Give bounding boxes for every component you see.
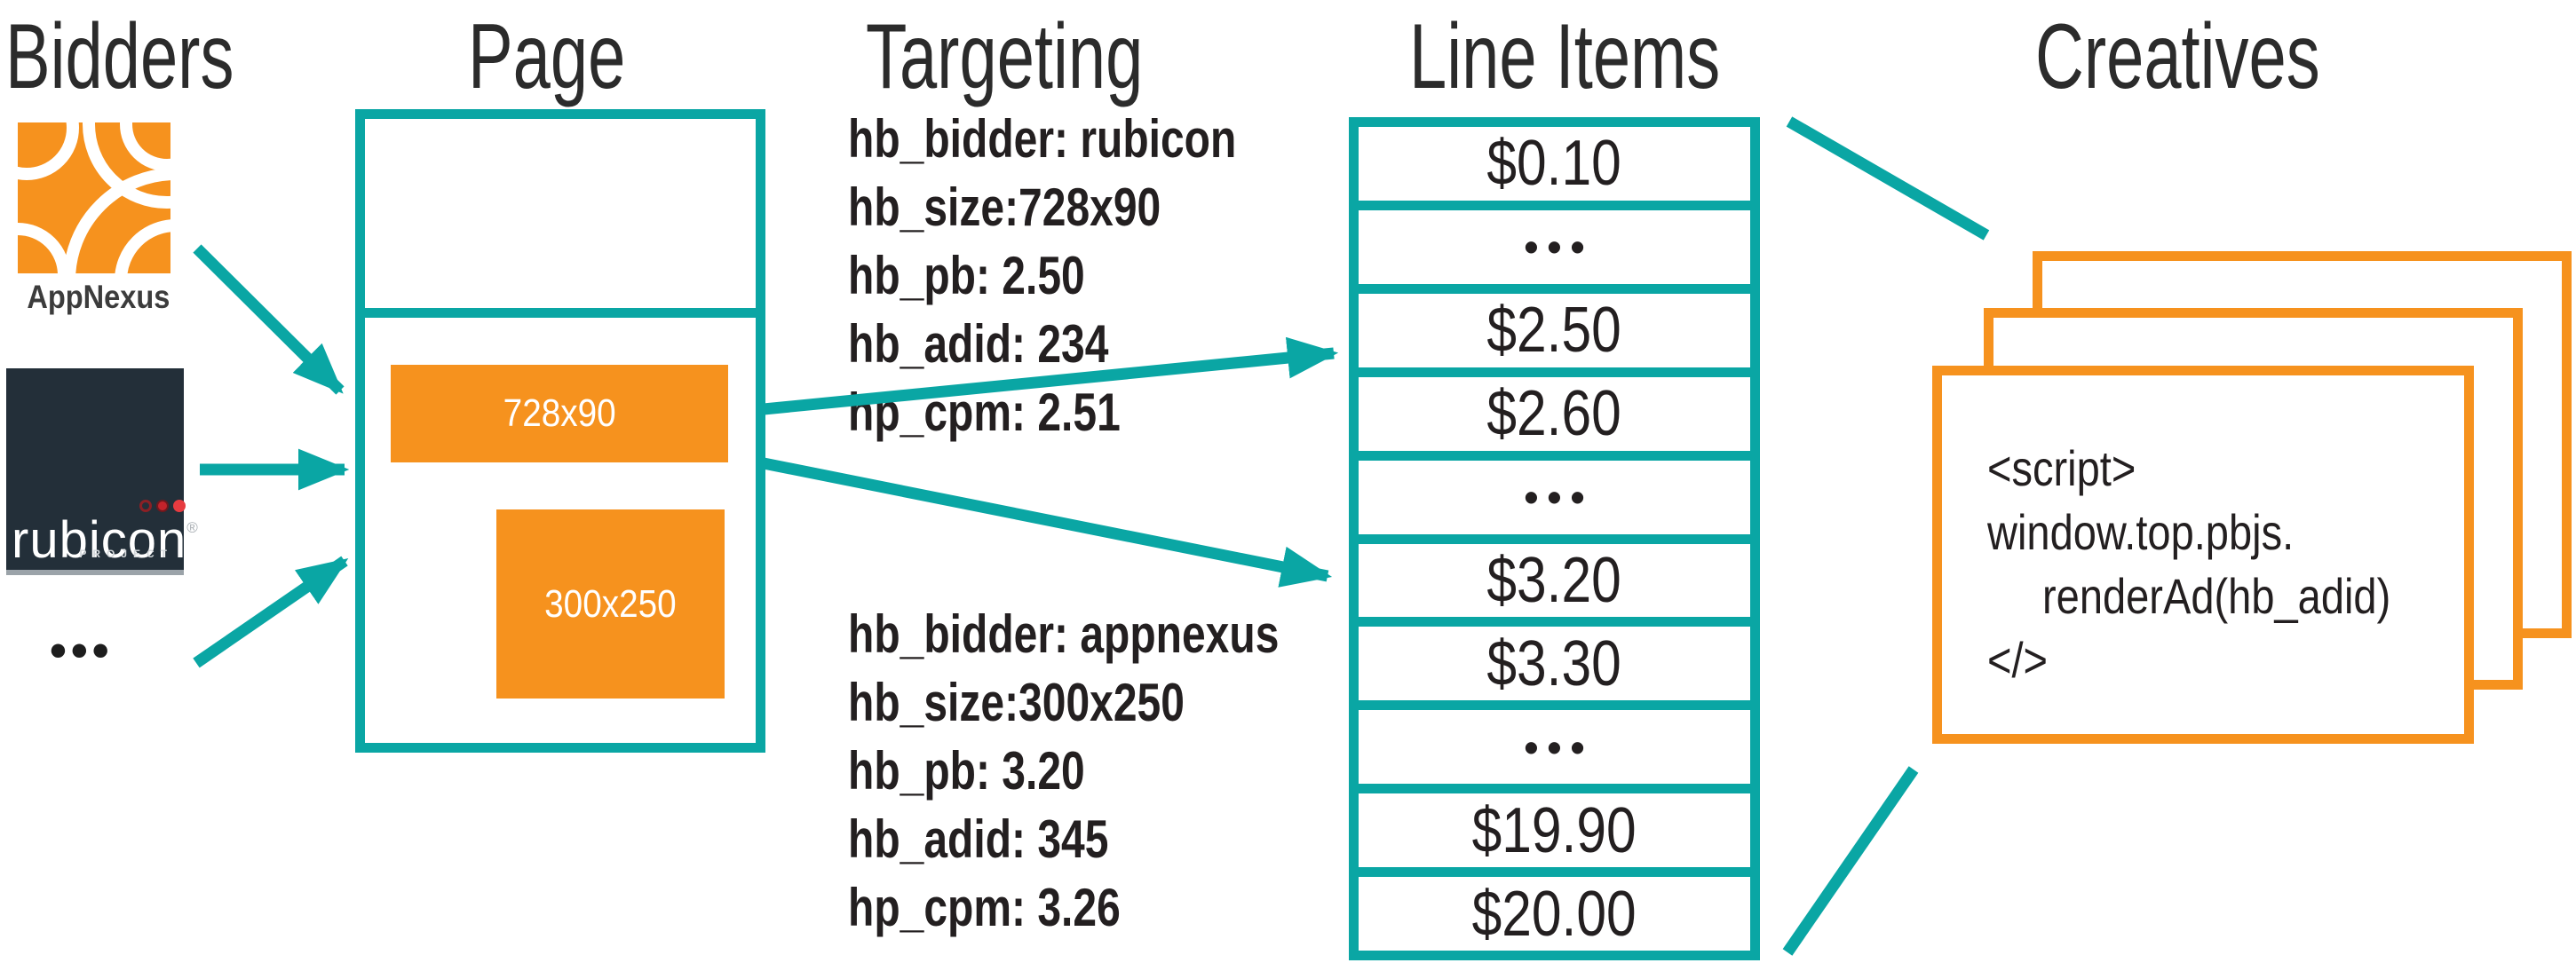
ad-slot-728x90: 728x90 [391,365,728,462]
arrow-more-bidders-to-page [193,556,349,668]
arrow-page-to-line-item-320 [762,457,1333,588]
line-item-row: $0.10 [1359,127,1750,201]
rubicon-logo-text: rubicon [12,511,187,569]
creative-card-front [1932,366,2474,744]
line-item-row: $2.60 [1359,376,1750,451]
column-title-creatives: Creatives [2035,5,2320,108]
row-divider [1359,283,1750,294]
rubicon-logo-wordmark: rubicon® [12,501,198,567]
row-divider [1359,450,1750,461]
column-title-page: Page [468,5,626,108]
column-title-targeting: Targeting [866,5,1144,108]
line-item-row: ••• [1359,460,1750,534]
arrow-appnexus-to-page [193,244,345,395]
line-item-row: $3.20 [1359,543,1750,618]
creative-code-snippet: <script> window.top.pbjs. renderAd(hb_ad… [1987,437,2457,692]
line-item-ellipsis: ••• [1524,224,1594,271]
row-divider [1359,700,1750,711]
rubicon-logo-dots-icon [139,500,186,512]
column-title-line-items: Line Items [1409,5,1721,108]
row-divider [1359,867,1750,878]
targeting-block-rubicon: hb_bidder: rubicon hb_size:728x90 hb_pb:… [848,105,1334,446]
line-item-row: $19.90 [1359,793,1750,868]
code-line: </> [1987,632,2049,688]
line-item-price: $19.90 [1472,794,1637,866]
code-line: window.top.pbjs. [1987,504,2295,560]
line-item-row: $3.30 [1359,627,1750,701]
page-header-divider [365,308,756,318]
line-item-price: $20.00 [1472,878,1637,950]
targeting-line: hb_bidder: rubicon [848,109,1237,169]
appnexus-logo-label: AppNexus [27,279,170,315]
targeting-line: hb_size:728x90 [848,178,1161,237]
line-item-price: $2.50 [1486,295,1622,367]
line-item-ellipsis: ••• [1524,474,1594,521]
targeting-block-appnexus: hb_bidder: appnexus hb_size:300x250 hb_p… [848,600,1387,942]
row-divider [1359,367,1750,377]
ad-slot-728x90-label: 728x90 [503,391,616,435]
row-divider [1359,617,1750,628]
line-item-ellipsis: ••• [1524,723,1594,770]
line-item-price: $3.30 [1486,628,1622,699]
targeting-line: hp_cpm: 2.51 [848,383,1121,442]
line-item-row: ••• [1359,710,1750,785]
row-divider [1359,784,1750,794]
targeting-line: hb_pb: 2.50 [848,246,1085,305]
code-line: <script> [1987,440,2136,496]
ad-slot-300x250: 300x250 [496,509,725,699]
column-title-bidders: Bidders [5,5,234,108]
connector-line-items-to-creatives-bottom [1782,766,1919,956]
rubicon-dot-middle [156,500,169,512]
rubicon-dot-solid [173,500,186,512]
line-item-row: ••• [1359,209,1750,284]
row-divider [1359,533,1750,544]
targeting-line: hb_adid: 234 [848,314,1109,374]
line-item-price: $3.20 [1486,544,1622,616]
targeting-line: hb_pb: 3.20 [848,741,1085,801]
line-items-table: $0.10 ••• $2.50 $2.60 ••• $3.20 $3.30 ••… [1349,117,1760,960]
targeting-line: hb_size:300x250 [848,673,1185,732]
registered-trademark-icon: ® [186,519,198,536]
ad-slot-300x250-label: 300x250 [544,581,677,626]
line-item-price: $0.10 [1486,128,1622,200]
targeting-line: hp_cpm: 3.26 [848,878,1121,937]
line-item-price: $2.60 [1486,378,1622,450]
code-line: renderAd(hb_adid) [2042,568,2391,624]
targeting-line: hb_bidder: appnexus [848,604,1280,664]
line-item-row: $2.50 [1359,293,1750,367]
rubicon-logo-subtitle: PROJECT [79,548,173,560]
connector-line-items-to-creatives-top [1786,116,1990,241]
more-bidders-ellipsis: ••• [50,624,114,677]
row-divider [1359,200,1750,210]
line-item-row: $20.00 [1359,877,1750,951]
targeting-line: hb_adid: 345 [848,809,1109,869]
appnexus-logo-icon [18,122,170,273]
rubicon-logo: rubicon® PROJECT [6,368,198,575]
rubicon-dot-outline [139,500,152,512]
